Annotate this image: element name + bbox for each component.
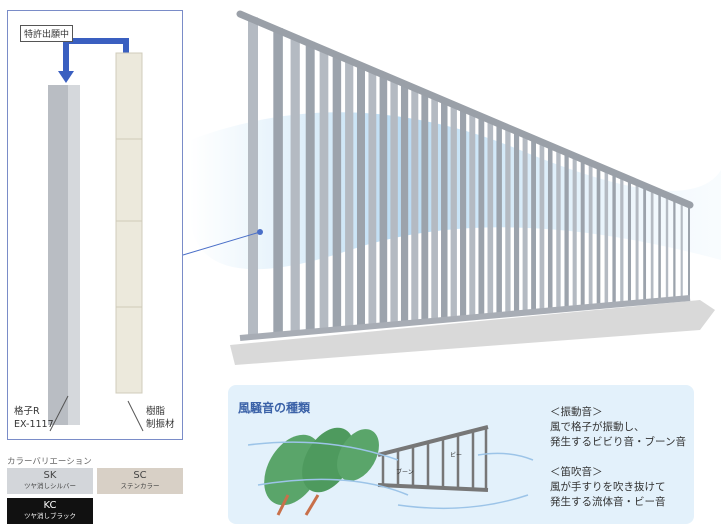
fence-picket	[441, 99, 448, 321]
fence-pickets	[248, 17, 690, 338]
patent-pending-badge: 特許出願中	[20, 25, 74, 42]
fence-picket	[450, 103, 457, 320]
fence-picket	[665, 194, 669, 301]
bottom-rail	[239, 295, 691, 341]
fence-picket	[345, 58, 354, 329]
callout-line	[182, 231, 261, 256]
info-title: 風騒音の種類	[238, 401, 311, 415]
fence-picket	[469, 111, 476, 318]
fence-picket	[522, 133, 528, 313]
fence-picket	[580, 158, 585, 308]
fence-picket	[604, 168, 609, 306]
fence-picket	[368, 68, 377, 327]
fence-picket	[390, 77, 398, 325]
boon-sound-label: ブーン	[396, 469, 414, 476]
fence-picket	[421, 90, 429, 322]
tree-icon	[337, 429, 379, 481]
whistle-noise-section: ＜笛吹音＞ 風が手すりを吹き抜けて 発生する流体音・ビー音	[550, 466, 666, 508]
fence-picket	[487, 119, 494, 316]
fence-picket	[620, 175, 624, 305]
insert-arrow-icon	[63, 38, 129, 73]
fence-picket	[539, 141, 545, 312]
fence-picket	[673, 197, 676, 300]
resin-damper-label: 樹脂制振材	[146, 406, 175, 430]
ground-base	[230, 300, 715, 365]
fence-picket	[688, 204, 690, 299]
top-rail	[236, 10, 694, 209]
fence-picket	[627, 178, 632, 304]
fence-picket	[556, 148, 561, 310]
fence-picket	[319, 47, 329, 331]
fence-picket	[572, 155, 577, 309]
fence-picket	[658, 191, 661, 301]
fence-picket	[505, 126, 511, 315]
fence-picket	[273, 28, 283, 336]
fence-picket	[588, 162, 593, 308]
fence-picket	[400, 82, 409, 324]
fence-picket	[411, 86, 419, 323]
fence-picket	[564, 151, 569, 310]
fence-picket	[478, 115, 485, 317]
fence-picket	[290, 35, 300, 334]
fence-picket	[531, 137, 536, 313]
lattice-parts-illustration	[48, 38, 144, 432]
fence-picket	[547, 144, 553, 311]
color-variation-title: カラーバリエーション	[7, 457, 92, 467]
fence-illustration	[182, 10, 721, 365]
fence-picket	[496, 122, 502, 316]
fence-picket	[643, 185, 647, 303]
fence-picket	[356, 63, 366, 328]
wind-noise-info-box: 風騒音の種類 ブーン ビー ＜振動音＞ 風で格子が振動し、 発生するビビり音・ブ…	[228, 385, 694, 524]
fence-picket	[612, 172, 616, 305]
fence-picket	[513, 130, 520, 314]
callout-dot	[257, 229, 263, 235]
railing-icon	[377, 425, 489, 492]
wind-noise-illustration	[248, 425, 534, 516]
bee-sound-label: ビー	[450, 452, 463, 459]
fence-picket	[460, 107, 467, 319]
fence-picket	[248, 17, 258, 338]
fence-picket	[431, 95, 438, 321]
fence-picket	[680, 201, 683, 299]
fence-picket	[305, 41, 315, 333]
fence-picket	[332, 53, 342, 330]
vibration-noise-section: ＜振動音＞ 風で格子が振動し、 発生するビビり音・ブーン音	[550, 406, 686, 448]
fence-picket	[379, 73, 388, 326]
fence-picket	[596, 165, 601, 307]
fence-picket	[650, 188, 654, 302]
fence-picket	[635, 181, 639, 303]
